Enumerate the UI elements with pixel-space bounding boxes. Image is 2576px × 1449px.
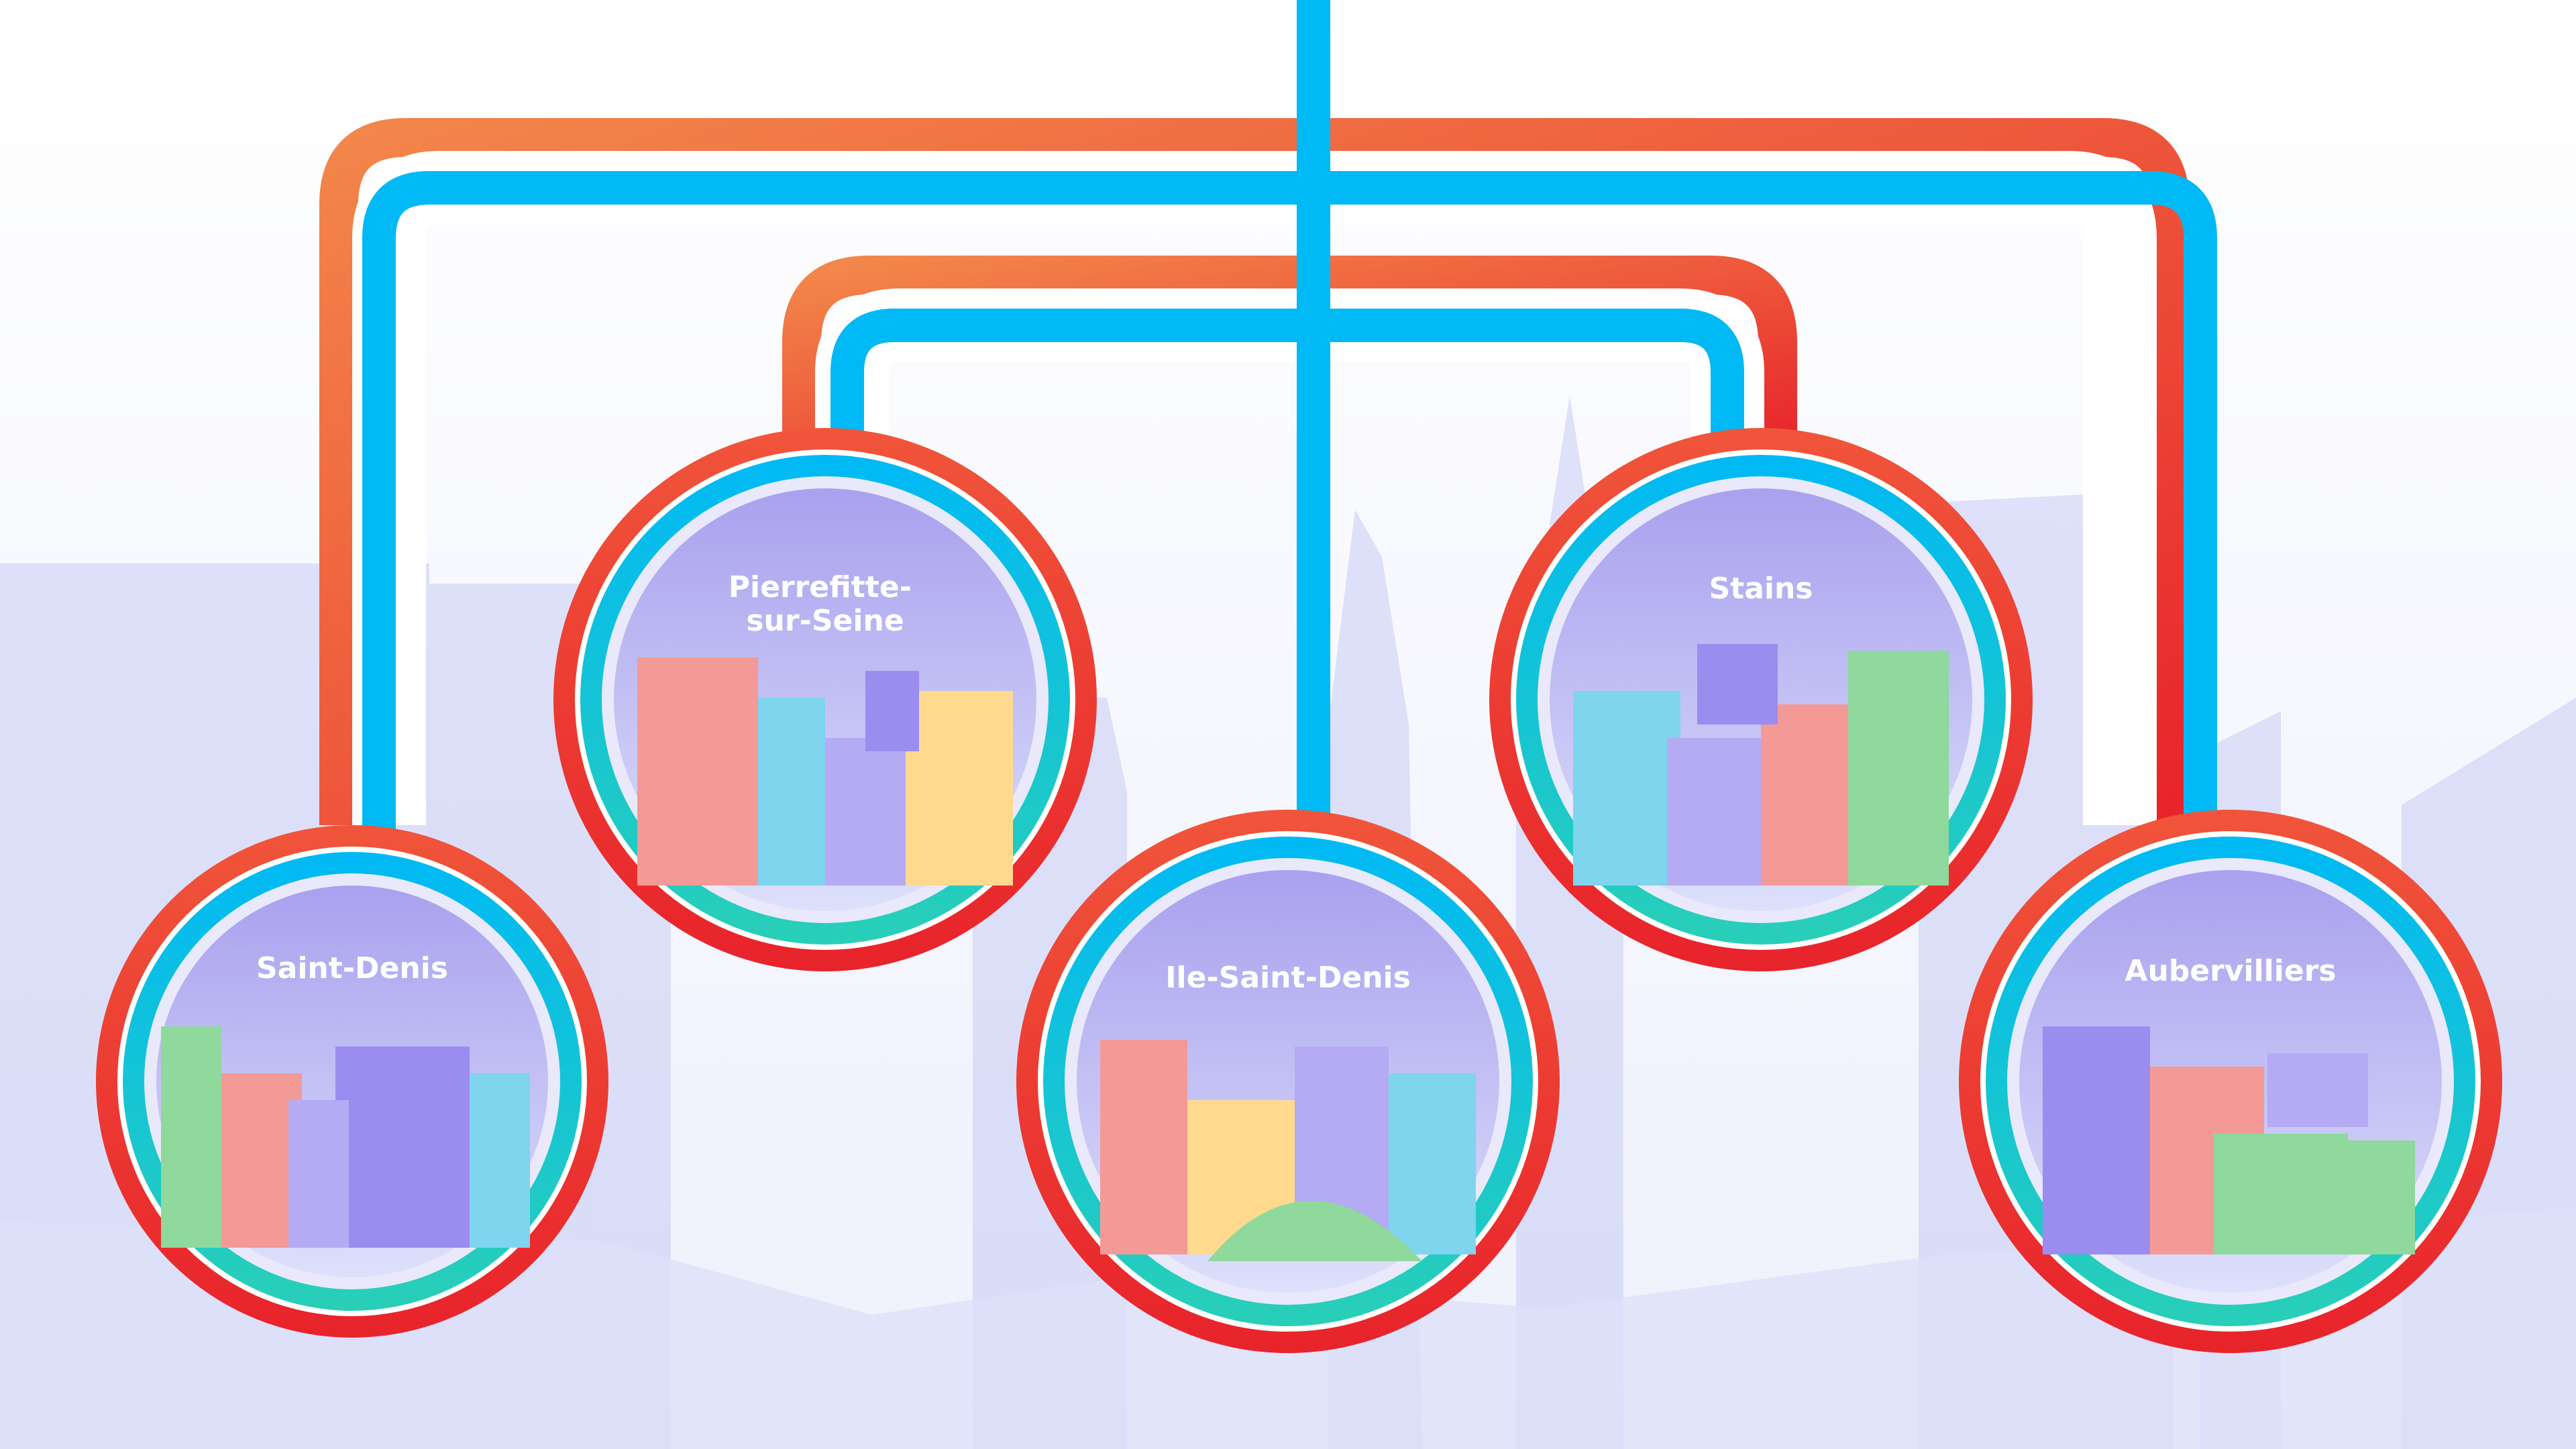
city-illustration-aubervilliers [2043, 1026, 2415, 1254]
node-label-line: Saint-Denis [256, 951, 448, 985]
node-label-line: Pierrefitte- [729, 570, 912, 604]
node-label-line: Ile-Saint-Denis [1165, 961, 1411, 995]
node-label-line: Aubervilliers [2125, 954, 2336, 988]
node-label-line: Stains [1709, 572, 1813, 606]
blue-pipe-inner [830, 309, 1744, 470]
node-ile-saint-denis[interactable]: Ile-Saint-Denis [1016, 810, 1560, 1353]
city-illustration-pierrefitte [637, 657, 1013, 885]
node-saint-denis[interactable]: Saint-Denis [96, 825, 608, 1338]
node-label-pierrefitte: Pierrefitte- sur-Seine [729, 570, 922, 638]
node-label-stains: Stains [1709, 572, 1813, 606]
node-label-aubervilliers: Aubervilliers [2125, 954, 2336, 988]
node-aubervilliers[interactable]: Aubervilliers [1959, 810, 2502, 1353]
node-label-ile-saint-denis: Ile-Saint-Denis [1165, 961, 1411, 995]
node-label-saint-denis: Saint-Denis [256, 951, 448, 985]
node-stains[interactable]: Stains [1489, 428, 2033, 971]
city-illustration-stains [1573, 644, 1949, 885]
node-label-line: sur-Seine [746, 604, 904, 638]
node-pierrefitte[interactable]: Pierrefitte- sur-Seine [553, 428, 1097, 971]
blue-pipe-outer [362, 171, 2217, 859]
city-illustration-ile-saint-denis [1100, 1040, 1476, 1261]
city-illustration-saint-denis [161, 1026, 530, 1248]
red-pipe-inner [782, 256, 1797, 449]
pipe-network [319, 0, 2217, 859]
